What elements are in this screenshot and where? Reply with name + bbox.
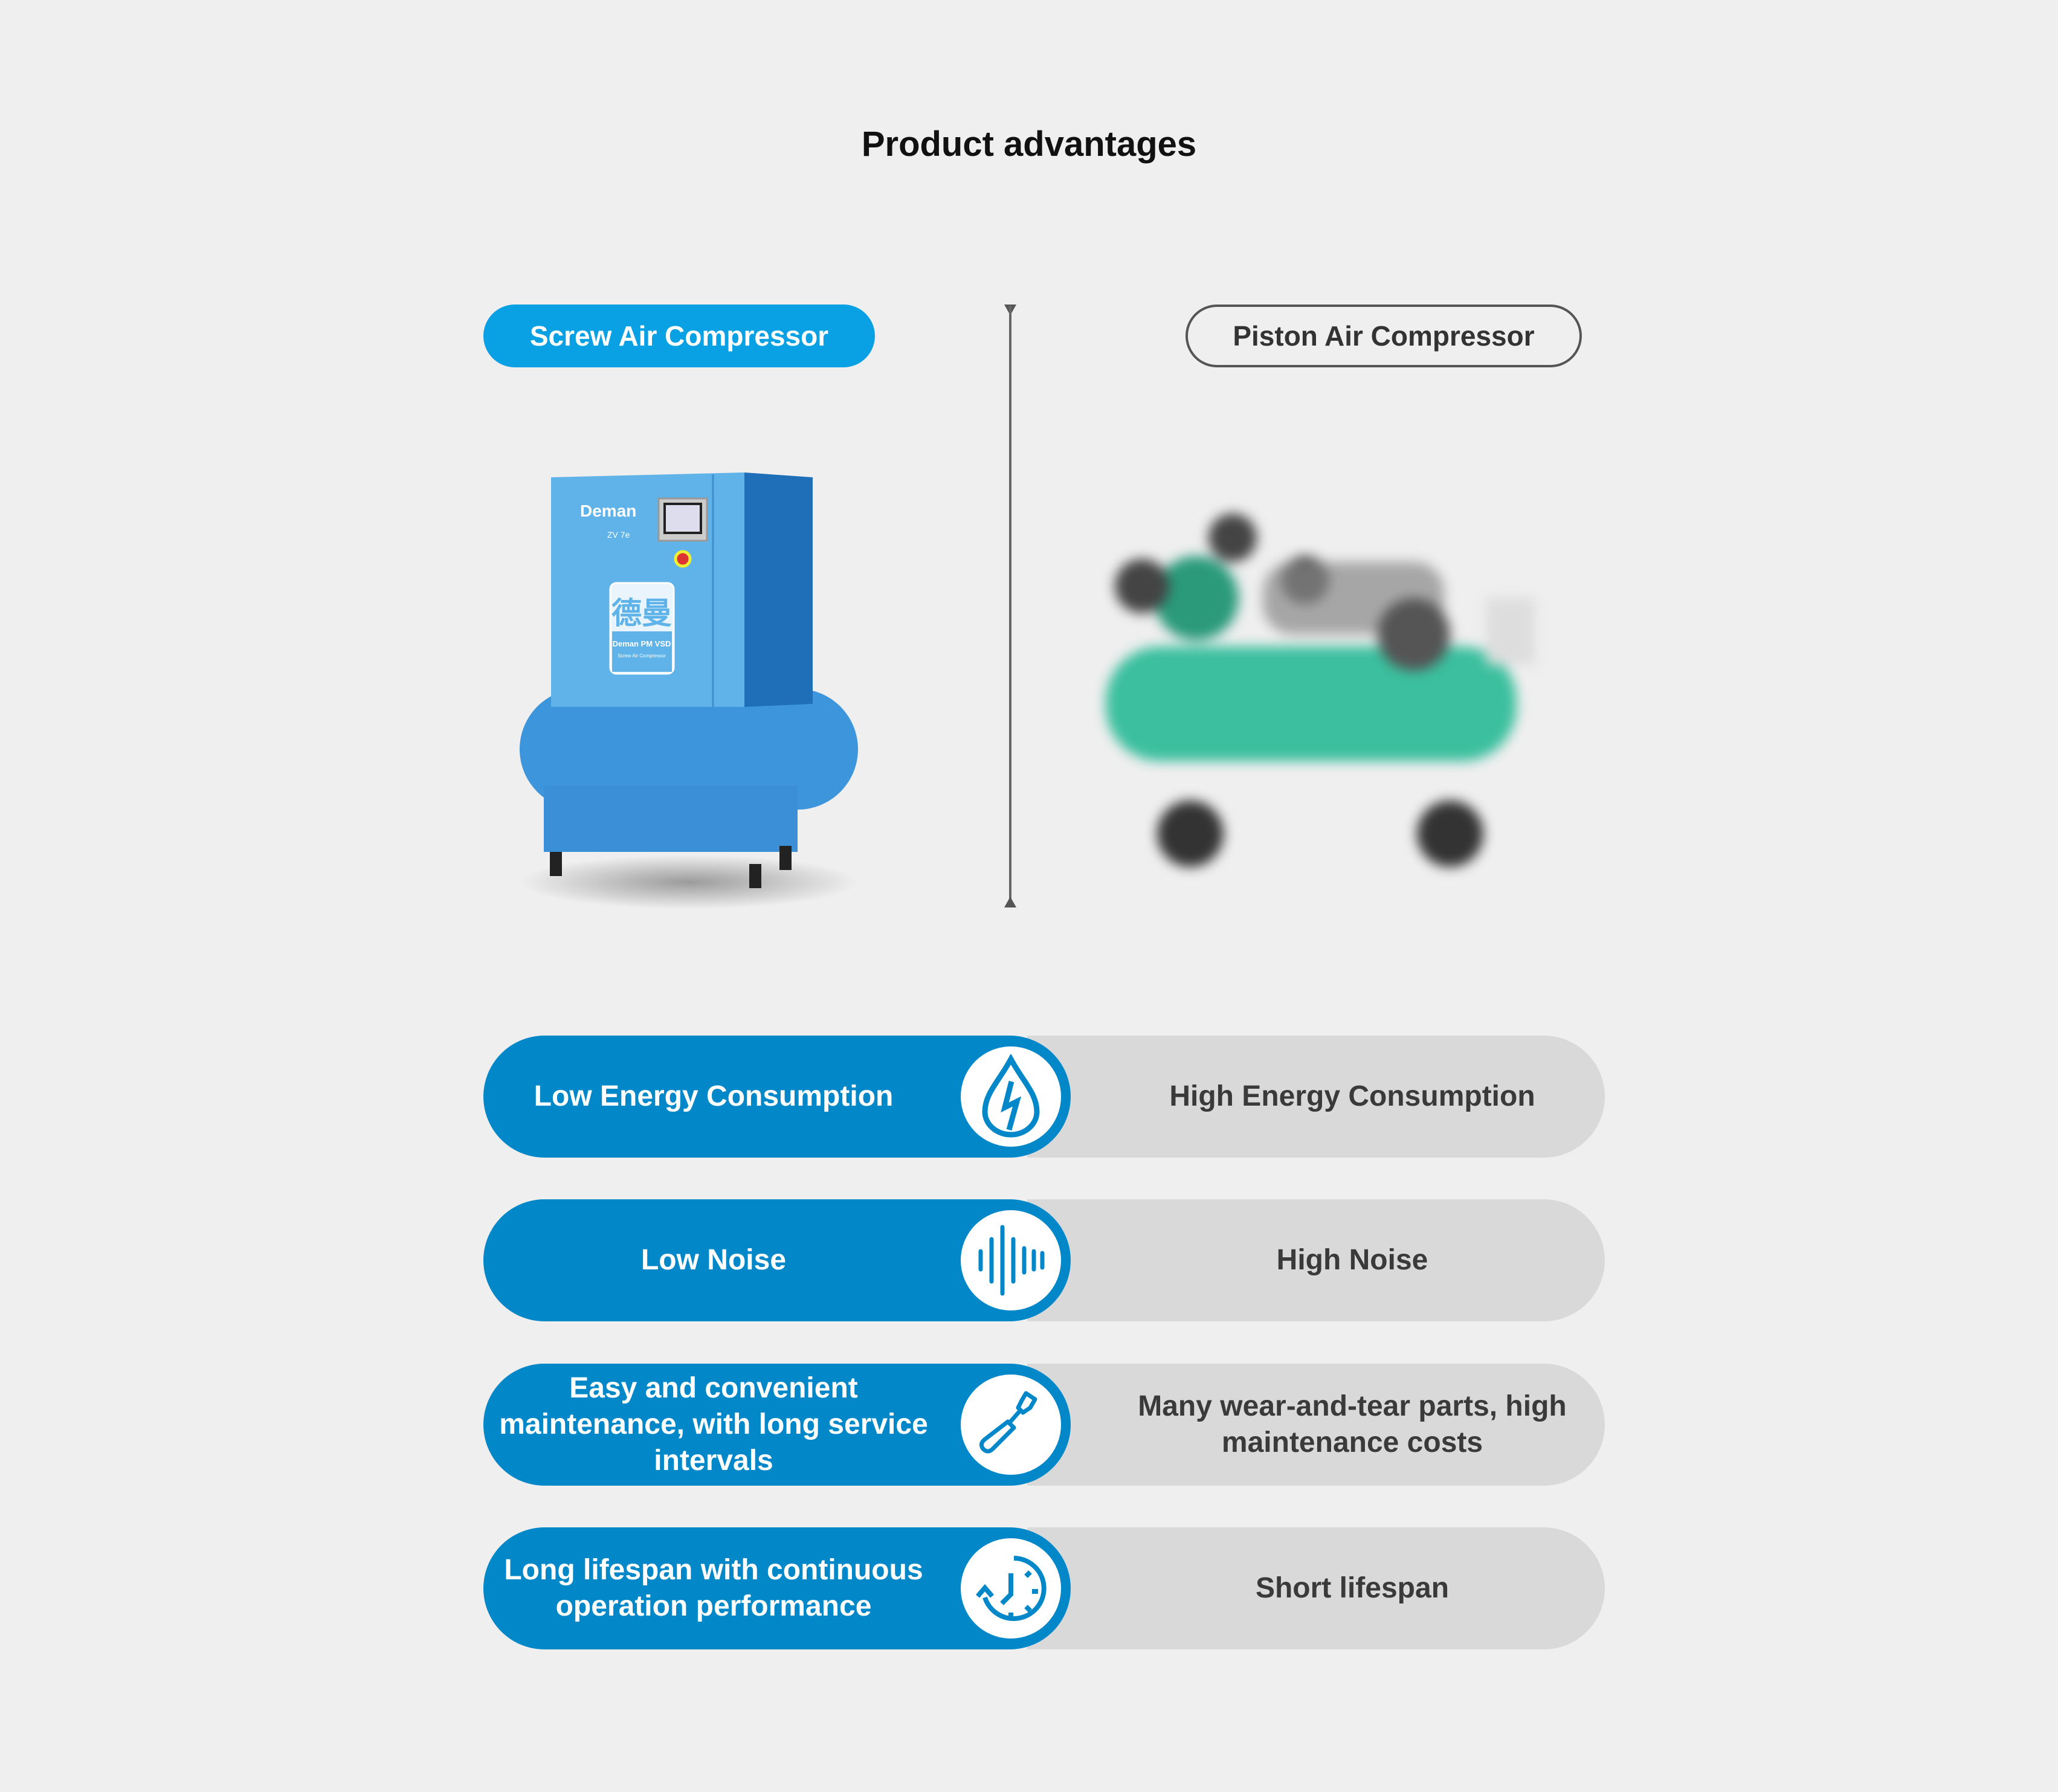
brand-text: Deman bbox=[580, 501, 636, 520]
logo-line2: Screw Air Compressor bbox=[618, 653, 666, 659]
comparison-row-lifespan: Short lifespan Long lifespan with contin… bbox=[483, 1527, 1605, 1649]
screw-compressor-image: Deman ZV 7e 德曼 Deman PM VSD Screw Air Co… bbox=[520, 472, 858, 909]
screw-trait: Low Energy Consumption bbox=[483, 1036, 1071, 1158]
piston-trait: Short lifespan bbox=[1027, 1527, 1605, 1649]
energy-drop-icon bbox=[961, 1046, 1061, 1147]
divider-arrow-bottom bbox=[1004, 897, 1016, 907]
comparison-row-maintenance: Many wear-and-tear parts, high maintenan… bbox=[483, 1364, 1605, 1486]
screwdriver-icon bbox=[961, 1375, 1061, 1475]
screw-compressor-label: Screw Air Compressor bbox=[483, 305, 875, 367]
sound-wave-icon bbox=[961, 1210, 1061, 1310]
piston-compressor-label: Piston Air Compressor bbox=[1185, 305, 1582, 367]
piston-trait: High Noise bbox=[1027, 1199, 1605, 1321]
comparison-row-energy: High Energy Consumption Low Energy Consu… bbox=[483, 1036, 1605, 1158]
model-text: ZV 7e bbox=[607, 530, 630, 540]
divider bbox=[1009, 306, 1011, 905]
piston-trait: Many wear-and-tear parts, high maintenan… bbox=[1027, 1364, 1605, 1486]
logo-cn: 德曼 bbox=[611, 596, 672, 631]
clock-cycle-icon bbox=[961, 1538, 1061, 1639]
piston-compressor-image bbox=[1106, 514, 1535, 867]
comparison-row-noise: High Noise Low Noise bbox=[483, 1199, 1605, 1321]
logo-line1: Deman PM VSD bbox=[613, 639, 671, 648]
piston-trait: High Energy Consumption bbox=[1027, 1036, 1605, 1158]
page-title: Product advantages bbox=[861, 124, 1197, 164]
